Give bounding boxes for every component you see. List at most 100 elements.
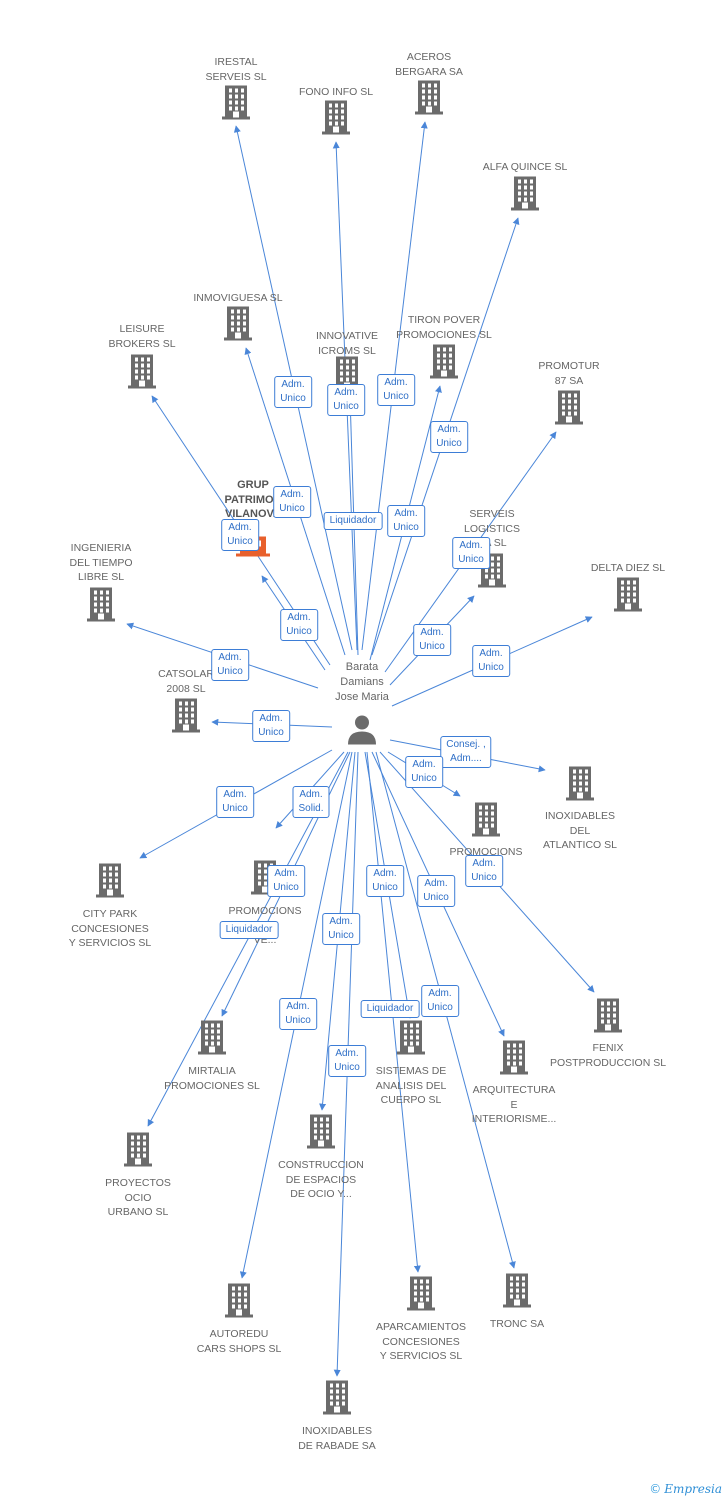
building-icon[interactable] [171, 698, 201, 738]
company-node-grup[interactable]: GRUP PATRIMON VILANOVA [224, 478, 281, 522]
company-node-tronc[interactable]: TRONC SA [490, 1317, 544, 1332]
company-node-construccion[interactable]: CONSTRUCCION DE ESPACIOS DE OCIO Y... [278, 1158, 364, 1202]
building-icon[interactable] [95, 863, 125, 903]
building-icon[interactable] [510, 176, 540, 216]
building-icon[interactable] [406, 1276, 436, 1316]
company-node-autoredu[interactable]: AUTOREDU CARS SHOPS SL [197, 1327, 282, 1356]
brand-name: Empresia [664, 1482, 722, 1496]
company-label: LEISURE BROKERS SL [108, 323, 176, 350]
company-node-catsolar[interactable]: CATSOLAR 2008 SL [158, 667, 214, 696]
company-label: FONO INFO SL [298, 86, 374, 98]
company-label: IRESTAL SERVEIS SL [205, 56, 267, 83]
role-badge: Adm. Unico [405, 756, 443, 788]
building-icon[interactable] [86, 587, 116, 627]
building-icon[interactable] [322, 1380, 352, 1420]
role-badge: Adm. Unico [387, 505, 425, 537]
building-icon[interactable] [613, 577, 643, 617]
company-node-fono[interactable]: FONO INFO SL [299, 85, 373, 100]
role-badge: Adm. Unico [280, 609, 318, 641]
company-node-promotur[interactable]: PROMOTUR 87 SA [538, 359, 599, 388]
building-icon[interactable] [197, 1020, 227, 1060]
person-icon[interactable] [347, 715, 377, 750]
company-label: ARQUITECTURA E INTERIORISME... [471, 1084, 557, 1125]
company-node-leisure[interactable]: LEISURE BROKERS SL [108, 322, 175, 351]
role-badge: Adm. Unico [267, 865, 305, 897]
company-label: TIRON POVER PROMOCIONES SL [396, 314, 492, 341]
role-badge: Adm. Unico [273, 486, 311, 518]
building-icon[interactable] [223, 306, 253, 346]
building-icon[interactable] [321, 100, 351, 140]
building-icon[interactable] [565, 766, 595, 806]
role-badge: Adm. Unico [472, 645, 510, 677]
company-label: TRONC SA [489, 1318, 545, 1330]
role-badge: Adm. Unico [452, 537, 490, 569]
building-icon[interactable] [502, 1273, 532, 1313]
building-icon[interactable] [221, 85, 251, 125]
company-label: INOXIDABLES DEL ATLANTICO SL [543, 810, 617, 851]
role-badge: Adm. Unico [417, 875, 455, 907]
company-node-sistemas[interactable]: SISTEMAS DE ANALISIS DEL CUERPO SL [376, 1064, 447, 1108]
role-badge: Adm. Unico [211, 649, 249, 681]
building-icon[interactable] [123, 1132, 153, 1172]
role-badge: Adm. Unico [221, 519, 259, 551]
company-node-tiron[interactable]: TIRON POVER PROMOCIONES SL [396, 313, 492, 342]
company-node-inmoviguesa[interactable]: INMOVIGUESA SL [193, 291, 282, 306]
role-badge: Adm. Unico [430, 421, 468, 453]
company-label: CONSTRUCCION DE ESPACIOS DE OCIO Y... [278, 1159, 364, 1200]
company-node-innovative[interactable]: INNOVATIVE ICROMS SL [316, 329, 378, 358]
company-node-fenix[interactable]: FENIX POSTPRODUCCION SL [550, 1041, 666, 1070]
company-label: PROYECTOS OCIO URBANO SL [105, 1177, 171, 1218]
company-node-arquitectura[interactable]: ARQUITECTURA E INTERIORISME... [472, 1083, 557, 1127]
role-badge: Adm. Unico [327, 384, 365, 416]
company-label: INMOVIGUESA SL [193, 292, 283, 304]
company-node-ingenieria[interactable]: INGENIERIA DEL TIEMPO LIBRE SL [69, 541, 132, 585]
company-node-mirtalia[interactable]: MIRTALIA PROMOCIONES SL [164, 1064, 260, 1093]
empresia-watermark: ©Empresia [649, 1482, 722, 1496]
company-node-aparcamientos[interactable]: APARCAMIENTOS CONCESIONES Y SERVICIOS SL [376, 1320, 466, 1364]
role-badge: Adm. Unico [366, 865, 404, 897]
company-node-irestal[interactable]: IRESTAL SERVEIS SL [205, 55, 266, 84]
building-icon[interactable] [429, 344, 459, 384]
building-icon[interactable] [396, 1020, 426, 1060]
company-node-citypark[interactable]: CITY PARK CONCESIONES Y SERVICIOS SL [69, 907, 151, 951]
company-label: PROMOTUR 87 SA [538, 360, 600, 387]
role-badge: Adm. Unico [279, 998, 317, 1030]
company-node-inoxrabade[interactable]: INOXIDABLES DE RABADE SA [298, 1424, 376, 1453]
center-person-label[interactable]: Barata Damians Jose Maria [335, 661, 389, 703]
company-node-alfa[interactable]: ALFA QUINCE SL [483, 160, 568, 175]
building-icon[interactable] [414, 80, 444, 120]
company-label: GRUP PATRIMON VILANOVA [224, 479, 282, 520]
company-node-delta[interactable]: DELTA DIEZ SL [591, 561, 665, 576]
company-label: INNOVATIVE ICROMS SL [315, 330, 379, 357]
company-label: DELTA DIEZ SL [590, 562, 666, 574]
role-badge: Adm. Unico [413, 624, 451, 656]
company-node-aceros[interactable]: ACEROS BERGARA SA [395, 50, 463, 79]
company-label: APARCAMIENTOS CONCESIONES Y SERVICIOS SL [375, 1321, 467, 1362]
copyright-symbol: © [649, 1482, 662, 1496]
company-label: INOXIDABLES DE RABADE SA [298, 1425, 376, 1452]
company-label: SISTEMAS DE ANALISIS DEL CUERPO SL [375, 1065, 447, 1106]
building-icon[interactable] [127, 354, 157, 394]
building-icon[interactable] [306, 1114, 336, 1154]
company-label: ACEROS BERGARA SA [395, 51, 463, 78]
role-badge: Liquidador [360, 1000, 420, 1018]
role-badge: Adm. Unico [252, 710, 290, 742]
role-badge: Adm. Unico [322, 913, 360, 945]
building-icon[interactable] [593, 998, 623, 1038]
company-label: MIRTALIA PROMOCIONES SL [164, 1065, 260, 1092]
building-icon[interactable] [554, 390, 584, 430]
role-badge: Adm. Unico [465, 855, 503, 887]
company-label: AUTOREDU CARS SHOPS SL [196, 1328, 282, 1355]
company-node-proyectos[interactable]: PROYECTOS OCIO URBANO SL [105, 1176, 171, 1220]
building-icon[interactable] [499, 1040, 529, 1080]
role-badge: Adm. Unico [274, 376, 312, 408]
role-badge: Liquidador [323, 512, 383, 530]
company-label: INGENIERIA DEL TIEMPO LIBRE SL [69, 542, 133, 583]
building-icon[interactable] [224, 1283, 254, 1323]
role-badge: Adm. Solid. [292, 786, 330, 818]
company-node-inoxatl[interactable]: INOXIDABLES DEL ATLANTICO SL [543, 809, 617, 853]
building-icon[interactable] [471, 802, 501, 842]
company-label: CATSOLAR 2008 SL [158, 668, 214, 695]
company-label: CITY PARK CONCESIONES Y SERVICIOS SL [68, 908, 152, 949]
